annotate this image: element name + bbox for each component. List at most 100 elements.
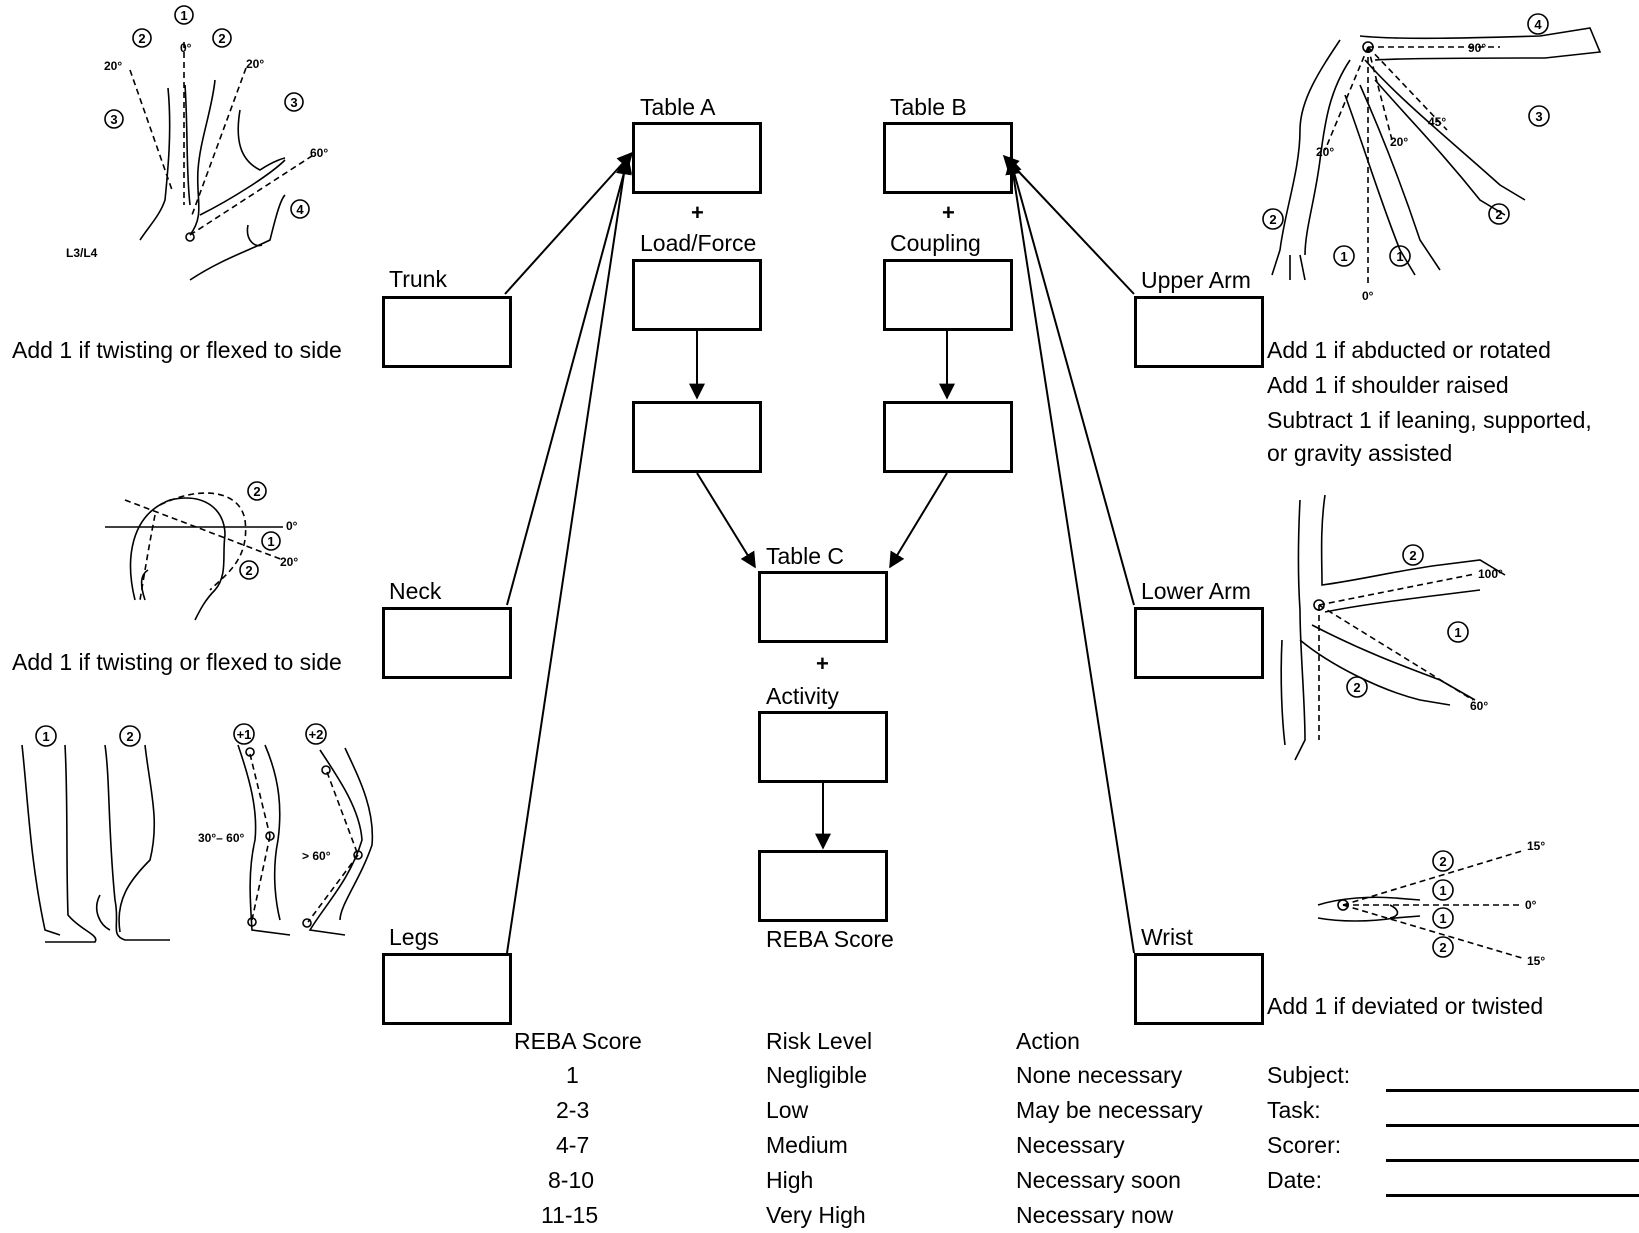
table-a-label: Table A: [640, 94, 716, 120]
activity-box[interactable]: [758, 711, 888, 783]
table-a-box[interactable]: [632, 122, 762, 194]
date-field[interactable]: [1386, 1194, 1639, 1197]
svg-text:2: 2: [253, 484, 260, 499]
svg-text:3: 3: [290, 95, 297, 110]
svg-text:20°: 20°: [1390, 135, 1408, 149]
date-label: Date:: [1267, 1167, 1322, 1193]
svg-text:0°: 0°: [180, 41, 192, 55]
neck-figure-labels: 2 1 2 0° 20°: [245, 484, 298, 578]
legs-box[interactable]: [382, 953, 512, 1025]
legend-score: 4-7: [556, 1132, 590, 1158]
svg-text:20°: 20°: [246, 57, 264, 71]
trunk-posture-figure: [104, 5, 316, 281]
svg-text:1: 1: [1439, 883, 1446, 898]
table-b-box[interactable]: [883, 122, 1013, 194]
legend-action: Necessary soon: [1016, 1167, 1181, 1193]
legend-risk: Very High: [766, 1202, 866, 1228]
trunk-box[interactable]: [382, 296, 512, 368]
lower-arm-posture-figure: [1280, 494, 1506, 761]
subject-field[interactable]: [1386, 1089, 1639, 1092]
svg-text:0°: 0°: [1362, 289, 1374, 303]
svg-text:2: 2: [138, 31, 145, 46]
svg-text:45°: 45°: [1428, 115, 1446, 129]
wrist-box[interactable]: [1134, 953, 1264, 1025]
svg-text:1: 1: [1439, 911, 1446, 926]
legend-action: May be necessary: [1016, 1097, 1203, 1123]
svg-text:1: 1: [267, 534, 274, 549]
svg-text:20°: 20°: [104, 59, 122, 73]
arrows-into-table-b: [1002, 154, 1135, 954]
svg-text:20°: 20°: [280, 555, 298, 569]
down-arrows: [689, 331, 955, 850]
legend-score: 1: [566, 1062, 579, 1088]
legend-header-risk: Risk Level: [766, 1028, 873, 1054]
svg-text:1: 1: [1340, 249, 1347, 264]
neck-posture-figure: [105, 481, 284, 621]
svg-text:100°: 100°: [1478, 567, 1503, 581]
svg-text:15°: 15°: [1527, 839, 1545, 853]
legend-action: Necessary: [1016, 1132, 1125, 1158]
svg-text:15°: 15°: [1527, 954, 1545, 968]
svg-text:2: 2: [1353, 680, 1360, 695]
lower-arm-box[interactable]: [1134, 607, 1264, 679]
reba-score-label: REBA Score: [766, 926, 894, 952]
svg-text:2: 2: [1409, 548, 1416, 563]
legend-header-score: REBA Score: [514, 1028, 642, 1054]
upper-arm-note-4: or gravity assisted: [1267, 440, 1453, 466]
load-force-box[interactable]: [632, 259, 762, 331]
reba-score-box[interactable]: [758, 850, 888, 922]
legs-posture-figure: [21, 723, 374, 943]
coupling-box[interactable]: [883, 259, 1013, 331]
coupling-label: Coupling: [890, 230, 981, 256]
table-c-box[interactable]: [758, 571, 888, 643]
svg-text:60°: 60°: [1470, 699, 1488, 713]
task-field[interactable]: [1386, 1124, 1639, 1127]
plus-sign: +: [816, 651, 829, 676]
table-c-label: Table C: [766, 543, 844, 569]
svg-text:2: 2: [1439, 854, 1446, 869]
svg-text:3: 3: [110, 112, 117, 127]
svg-text:1: 1: [42, 729, 49, 744]
lower-arm-label: Lower Arm: [1141, 578, 1251, 604]
neck-label: Neck: [389, 578, 442, 604]
wrist-note: Add 1 if deviated or twisted: [1267, 993, 1544, 1019]
upper-arm-box[interactable]: [1134, 296, 1264, 368]
scorer-field[interactable]: [1386, 1159, 1639, 1162]
legend-action: None necessary: [1016, 1062, 1183, 1088]
svg-text:90°: 90°: [1468, 41, 1486, 55]
svg-text:30°– 60°: 30°– 60°: [198, 831, 245, 845]
legend-header-action: Action: [1016, 1028, 1080, 1054]
svg-text:1: 1: [180, 8, 187, 23]
scorer-label: Scorer:: [1267, 1132, 1342, 1158]
svg-text:L3/L4: L3/L4: [66, 246, 98, 260]
activity-label: Activity: [766, 683, 839, 709]
task-label: Task:: [1267, 1097, 1321, 1123]
svg-text:2: 2: [126, 729, 133, 744]
upper-arm-note-3: Subtract 1 if leaning, supported,: [1267, 407, 1592, 433]
svg-text:3: 3: [1535, 109, 1542, 124]
neck-box[interactable]: [382, 607, 512, 679]
upper-arm-figure-labels: 4 3 2 2 1 1 90° 45° 20° 20° 0°: [1269, 17, 1542, 303]
svg-text:0°: 0°: [1525, 898, 1537, 912]
table-a-total-box[interactable]: [632, 401, 762, 473]
lower-arm-figure-labels: 2 1 2 100° 60°: [1353, 548, 1503, 713]
arrows-into-table-a: [504, 151, 634, 954]
wrist-posture-figure: [1317, 850, 1523, 959]
table-b-total-box[interactable]: [883, 401, 1013, 473]
arrows-into-table-c: [696, 472, 948, 569]
plus-sign: +: [942, 200, 955, 225]
svg-text:2: 2: [245, 563, 252, 578]
neck-note: Add 1 if twisting or flexed to side: [12, 649, 342, 675]
wrist-figure-labels: 2 1 1 2 15° 0° 15°: [1439, 839, 1545, 968]
svg-text:1: 1: [1454, 625, 1461, 640]
legend-risk: Medium: [766, 1132, 848, 1158]
legs-label: Legs: [389, 924, 439, 950]
svg-text:0°: 0°: [286, 519, 298, 533]
legs-figure-labels: 1 2 +1 +2 30°– 60° > 60°: [42, 727, 330, 863]
upper-arm-label: Upper Arm: [1141, 267, 1251, 293]
legend-risk: High: [766, 1167, 814, 1193]
svg-text:> 60°: > 60°: [302, 849, 331, 863]
svg-text:+2: +2: [309, 727, 324, 742]
svg-text:60°: 60°: [310, 146, 328, 160]
